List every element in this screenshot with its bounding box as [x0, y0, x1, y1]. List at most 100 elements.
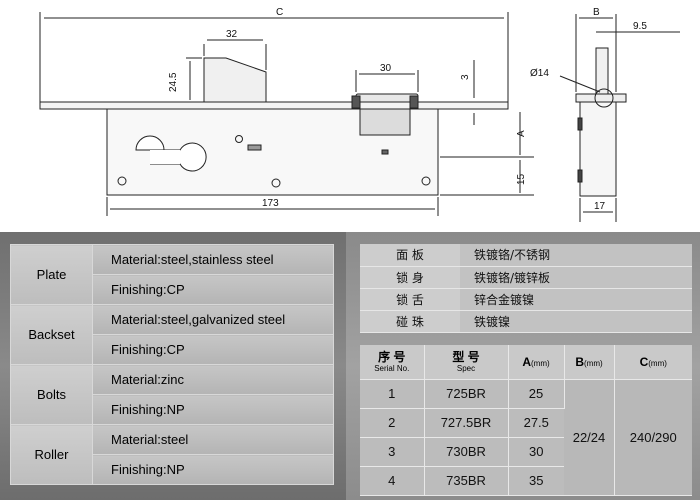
dimension-panel: 面 板 铁镀铬/不锈钢 锁 身 铁镀铬/镀锌板 锁 舌 锌合金镀镍 碰 珠 铁镀… [346, 232, 700, 500]
header-spec: 型 号 Spec [424, 345, 509, 380]
lock-technical-drawing: C 32 24.5 30 3 173 A 15 B 9.5 Ø14 17 [39, 7, 680, 222]
cell-serial: 2 [360, 408, 425, 438]
roller-top [355, 93, 419, 103]
cell-serial: 3 [360, 437, 425, 467]
table-row: 3 730BR 30 [360, 437, 692, 467]
zh-material-bolt: 锌合金镀镍 [460, 288, 692, 311]
spec-row: Backset Material:steel,galvanized steel [10, 304, 334, 365]
cell-a: 35 [508, 466, 564, 496]
table-row: 1 725BR 25 22/24 240/290 [360, 379, 692, 496]
spec-backset-material: Material:steel,galvanized steel [92, 304, 334, 335]
spec-roller-finishing: Finishing:NP [92, 454, 334, 485]
header-serial-zh: 序 号 [378, 349, 406, 364]
spec-plate-finishing: Finishing:CP [92, 274, 334, 305]
spec-row: Finishing:NP [11, 394, 334, 425]
cell-spec: 725BR [424, 379, 509, 409]
header-spec-zh: 型 号 [452, 349, 480, 364]
body-screw-left [117, 176, 127, 186]
cell-spec: 735BR [424, 466, 509, 496]
spec-plate-material: Material:steel,stainless steel [92, 244, 334, 275]
dim-15-label: 15 [516, 173, 527, 185]
side-tab-2 [577, 169, 583, 183]
table-row: 2 727.5BR 27.5 [360, 408, 692, 438]
faceplate [39, 101, 509, 110]
dim-30-label: 30 [380, 63, 392, 74]
spec-row: Plate Material:steel,stainless steel [10, 244, 334, 305]
roller-left-cap [351, 95, 361, 109]
header-b: B(mm) [564, 345, 615, 380]
zh-part-roller: 碰 珠 [360, 310, 460, 333]
side-tab-1 [577, 117, 583, 131]
spec-group-backset: Backset [10, 304, 93, 365]
dim-24-5-label: 24.5 [168, 72, 179, 92]
spec-row: Bolts Material:zinc [10, 364, 334, 425]
cell-b-merged: 22/24 [564, 379, 615, 496]
header-a: A(mm) [508, 345, 565, 380]
header-spec-en: Spec [456, 363, 476, 373]
spec-bolts-finishing: Finishing:NP [92, 394, 334, 425]
cell-spec: 730BR [424, 437, 509, 467]
cell-serial: 4 [360, 466, 425, 496]
dim-c-label: C [276, 7, 283, 18]
cell-a: 27.5 [508, 408, 564, 438]
cell-a: 25 [508, 379, 565, 409]
roller-housing [359, 108, 411, 136]
dim-header-row: 序 号 Serial No. 型 号 Spec A(mm) B(mm) C(mm… [360, 345, 692, 380]
spec-table: Plate Material:steel,stainless steel Fin… [10, 244, 334, 485]
spec-bolts-material: Material:zinc [92, 364, 334, 395]
header-a-unit: (mm) [531, 358, 550, 368]
dim-diameter-label: Ø14 [530, 68, 549, 79]
spec-group-plate: Plate [10, 244, 93, 305]
cell-serial: 1 [360, 379, 425, 409]
zh-material-table: 面 板 铁镀铬/不锈钢 锁 身 铁镀铬/镀锌板 锁 舌 锌合金镀镍 碰 珠 铁镀… [360, 244, 692, 333]
header-b-letter: B [575, 354, 584, 369]
zh-material-faceplate: 铁镀铬/不锈钢 [460, 244, 692, 267]
header-serial-en: Serial No. [374, 363, 410, 373]
header-a-letter: A [522, 354, 531, 369]
body-screw-right [421, 176, 431, 186]
cell-a: 30 [508, 437, 564, 467]
side-body [579, 101, 617, 197]
cell-c-merged: 240/290 [614, 379, 692, 496]
side-diameter-circle [594, 88, 614, 108]
dim-9-5-label: 9.5 [633, 21, 647, 32]
spec-row: Finishing:NP [11, 454, 334, 485]
cell-spec: 727.5BR [424, 408, 509, 438]
dim-173-label: 173 [262, 198, 279, 209]
header-c-unit: (mm) [648, 358, 667, 368]
spec-backset-finishing: Finishing:CP [92, 334, 334, 365]
dimension-table: 序 号 Serial No. 型 号 Spec A(mm) B(mm) C(mm… [360, 345, 692, 496]
dim-32-label: 32 [226, 29, 238, 40]
dim-17-label: 17 [594, 201, 606, 212]
header-c-letter: C [639, 354, 649, 369]
zh-part-bolt: 锁 舌 [360, 288, 460, 311]
zh-row: 面 板 铁镀铬/不锈钢 [360, 244, 692, 267]
screw-hole [235, 135, 243, 143]
zh-part-body: 锁 身 [360, 266, 460, 289]
dim-diameter-leader [559, 75, 601, 93]
spec-row: Roller Material:steel [10, 424, 334, 485]
latch-bolt [203, 57, 267, 103]
zh-row: 锁 舌 锌合金镀镍 [360, 288, 692, 311]
zh-row: 锁 身 铁镀铬/镀锌板 [360, 266, 692, 289]
spec-group-bolts: Bolts [10, 364, 93, 425]
table-row: 4 735BR 35 [360, 466, 692, 496]
header-c: C(mm) [614, 345, 692, 380]
small-slot [381, 149, 389, 155]
zh-row: 碰 珠 铁镀镍 [360, 310, 692, 333]
spec-panel: Plate Material:steel,stainless steel Fin… [0, 232, 346, 500]
dim-3-label: 3 [460, 74, 471, 80]
header-b-unit: (mm) [584, 358, 603, 368]
spec-group-roller: Roller [10, 424, 93, 485]
body-screw-mid [271, 178, 281, 188]
spec-row: Finishing:CP [11, 274, 334, 305]
side-faceplate [575, 93, 627, 103]
spec-roller-material: Material:steel [92, 424, 334, 455]
zh-part-faceplate: 面 板 [360, 244, 460, 267]
dim-a-label: A [516, 130, 527, 137]
zh-material-body: 铁镀铬/镀锌板 [460, 266, 692, 289]
header-serial: 序 号 Serial No. [360, 345, 425, 380]
spring-slot [247, 144, 262, 151]
roller-right-cap [409, 95, 419, 109]
zh-material-roller: 铁镀镍 [460, 310, 692, 333]
